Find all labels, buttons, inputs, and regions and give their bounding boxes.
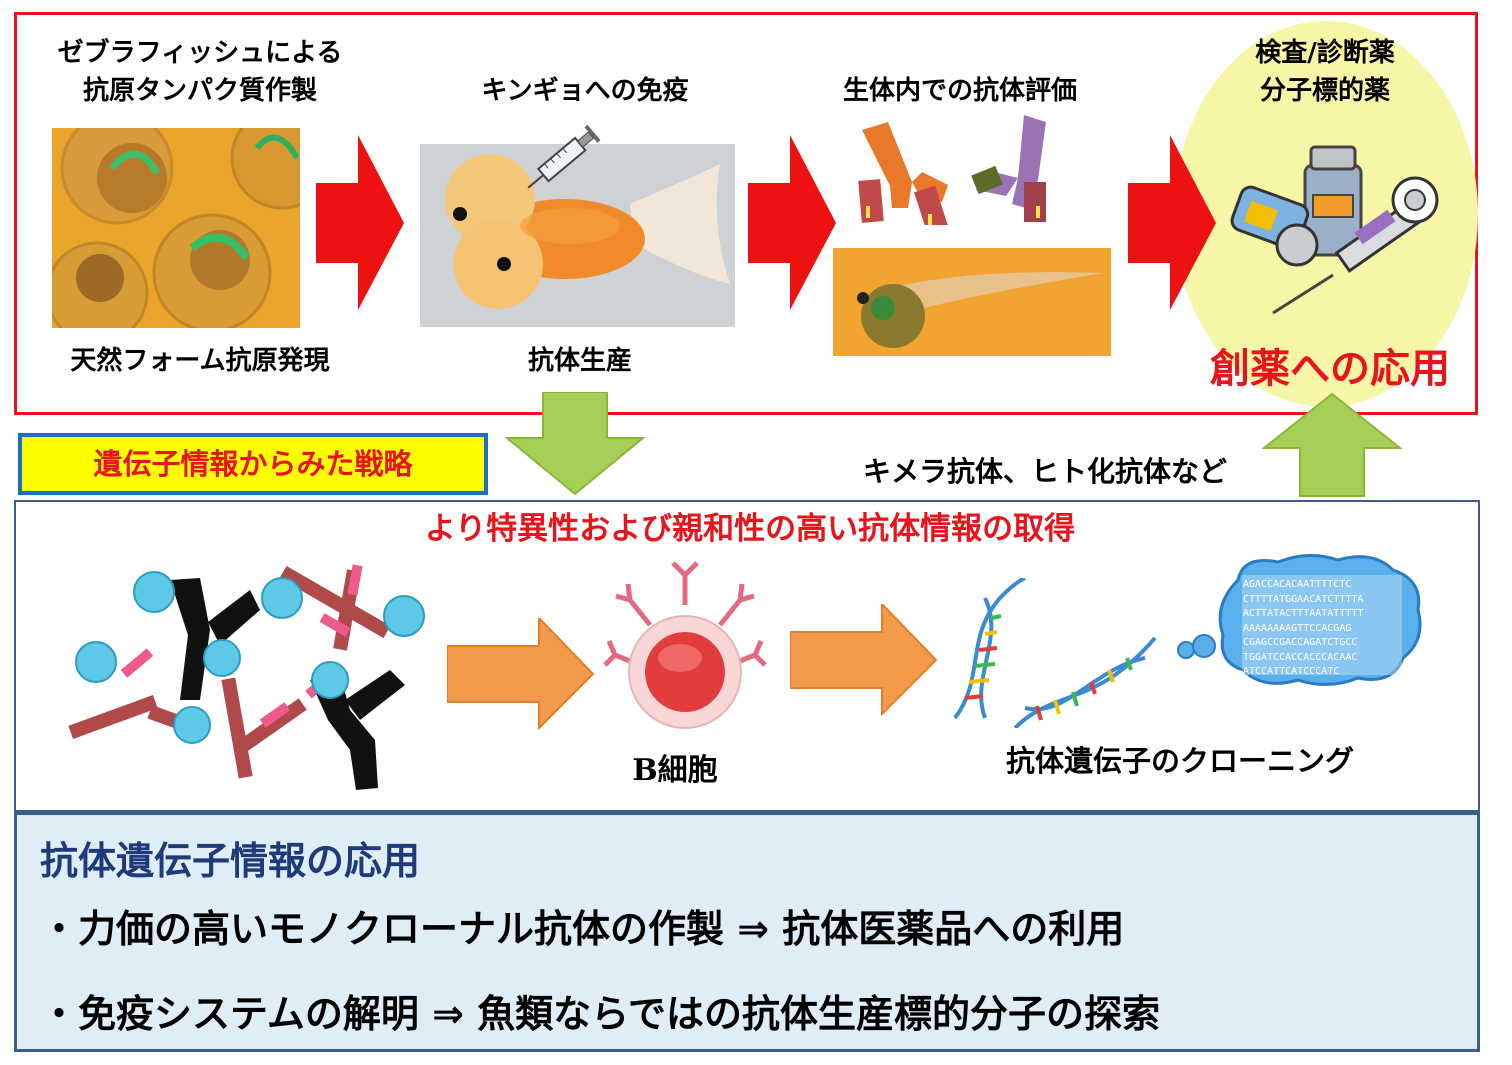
sequence-line: ACTTATACTTTAATATTTTT [1243, 608, 1364, 619]
step1-title-line1: ゼブラフィッシュによる [57, 38, 343, 68]
orange-arrow-2 [790, 604, 938, 716]
step2-title: キンギョへの免疫 [481, 76, 689, 106]
sequence-line: CTTTTATGGAACATCTTTTA [1243, 593, 1364, 605]
sequence-line: AAAAAAAAGTTCCACGAG [1243, 622, 1352, 634]
antibody-antigen-cluster [68, 564, 425, 790]
application-title: 抗体遺伝子情報の応用 [40, 839, 421, 883]
step1-caption: 天然フォーム抗原発現 [70, 346, 330, 376]
sequence-text: AGACCACACAATTTTCTC CTTTTATGGAACATCTTTTA … [1243, 578, 1383, 682]
red-arrow-2 [748, 135, 836, 310]
red-arrow-3 [1128, 135, 1216, 310]
b-cell-icon [603, 561, 767, 729]
sequence-line: TGGATCCACCACCCACAAC [1243, 651, 1358, 663]
strategy-tag: 遺伝子情報からみた戦略 [18, 433, 488, 495]
step4-title: 検査/診断薬 分子標的薬 [1200, 34, 1450, 110]
syringe-icon [527, 124, 601, 189]
middle-heading: より特異性および親和性の高い抗体情報の取得 [424, 511, 1076, 547]
cloning-label: 抗体遺伝子のクローニング [1005, 744, 1354, 778]
sequence-line: AGACCACACAATTTTCTC [1243, 579, 1352, 590]
step4-title-line2: 分子標的薬 [1259, 76, 1390, 106]
step4-caption: 創薬への応用 [1210, 346, 1450, 392]
goldfish-photo [420, 144, 735, 327]
sequence-line: CGAGCCGACCAGATCTGCC [1243, 637, 1358, 648]
red-arrow-1 [316, 135, 404, 310]
zebrafish-larva-photo [833, 248, 1111, 356]
green-up-arrow [1262, 392, 1402, 497]
application-panel [14, 812, 1480, 1052]
step3-title: 生体内での抗体評価 [842, 76, 1077, 106]
b-cell-label: B細胞 [632, 753, 718, 788]
orange-arrow-1 [447, 618, 595, 730]
sequence-line: ATCCATTCATCCCATC [1243, 666, 1340, 677]
step2-caption: 抗体生産 [527, 346, 632, 376]
side-note: キメラ抗体、ヒト化抗体など [862, 455, 1227, 488]
antibody-icon-orange [858, 122, 948, 225]
application-bullet-1: ・力価の高いモノクローナル抗体の作製 ⇒ 抗体医薬品への利用 [40, 907, 1125, 951]
green-down-arrow [505, 392, 645, 496]
sequence-cloud [1177, 554, 1422, 686]
step1-title-line2: 抗原タンパク質作製 [82, 76, 317, 106]
dna-helix-icon [953, 578, 1157, 728]
medicine-icon [1230, 145, 1439, 315]
zebrafish-embryo-photo [52, 128, 300, 328]
antibody-icon-purple [971, 115, 1046, 222]
application-bullet-2: ・免疫システムの解明 ⇒ 魚類ならではの抗体生産標的分子の探索 [40, 992, 1161, 1036]
step1-title: ゼブラフィッシュによる 抗原タンパク質作製 [30, 34, 370, 110]
step4-title-line1: 検査/診断薬 [1255, 38, 1395, 68]
